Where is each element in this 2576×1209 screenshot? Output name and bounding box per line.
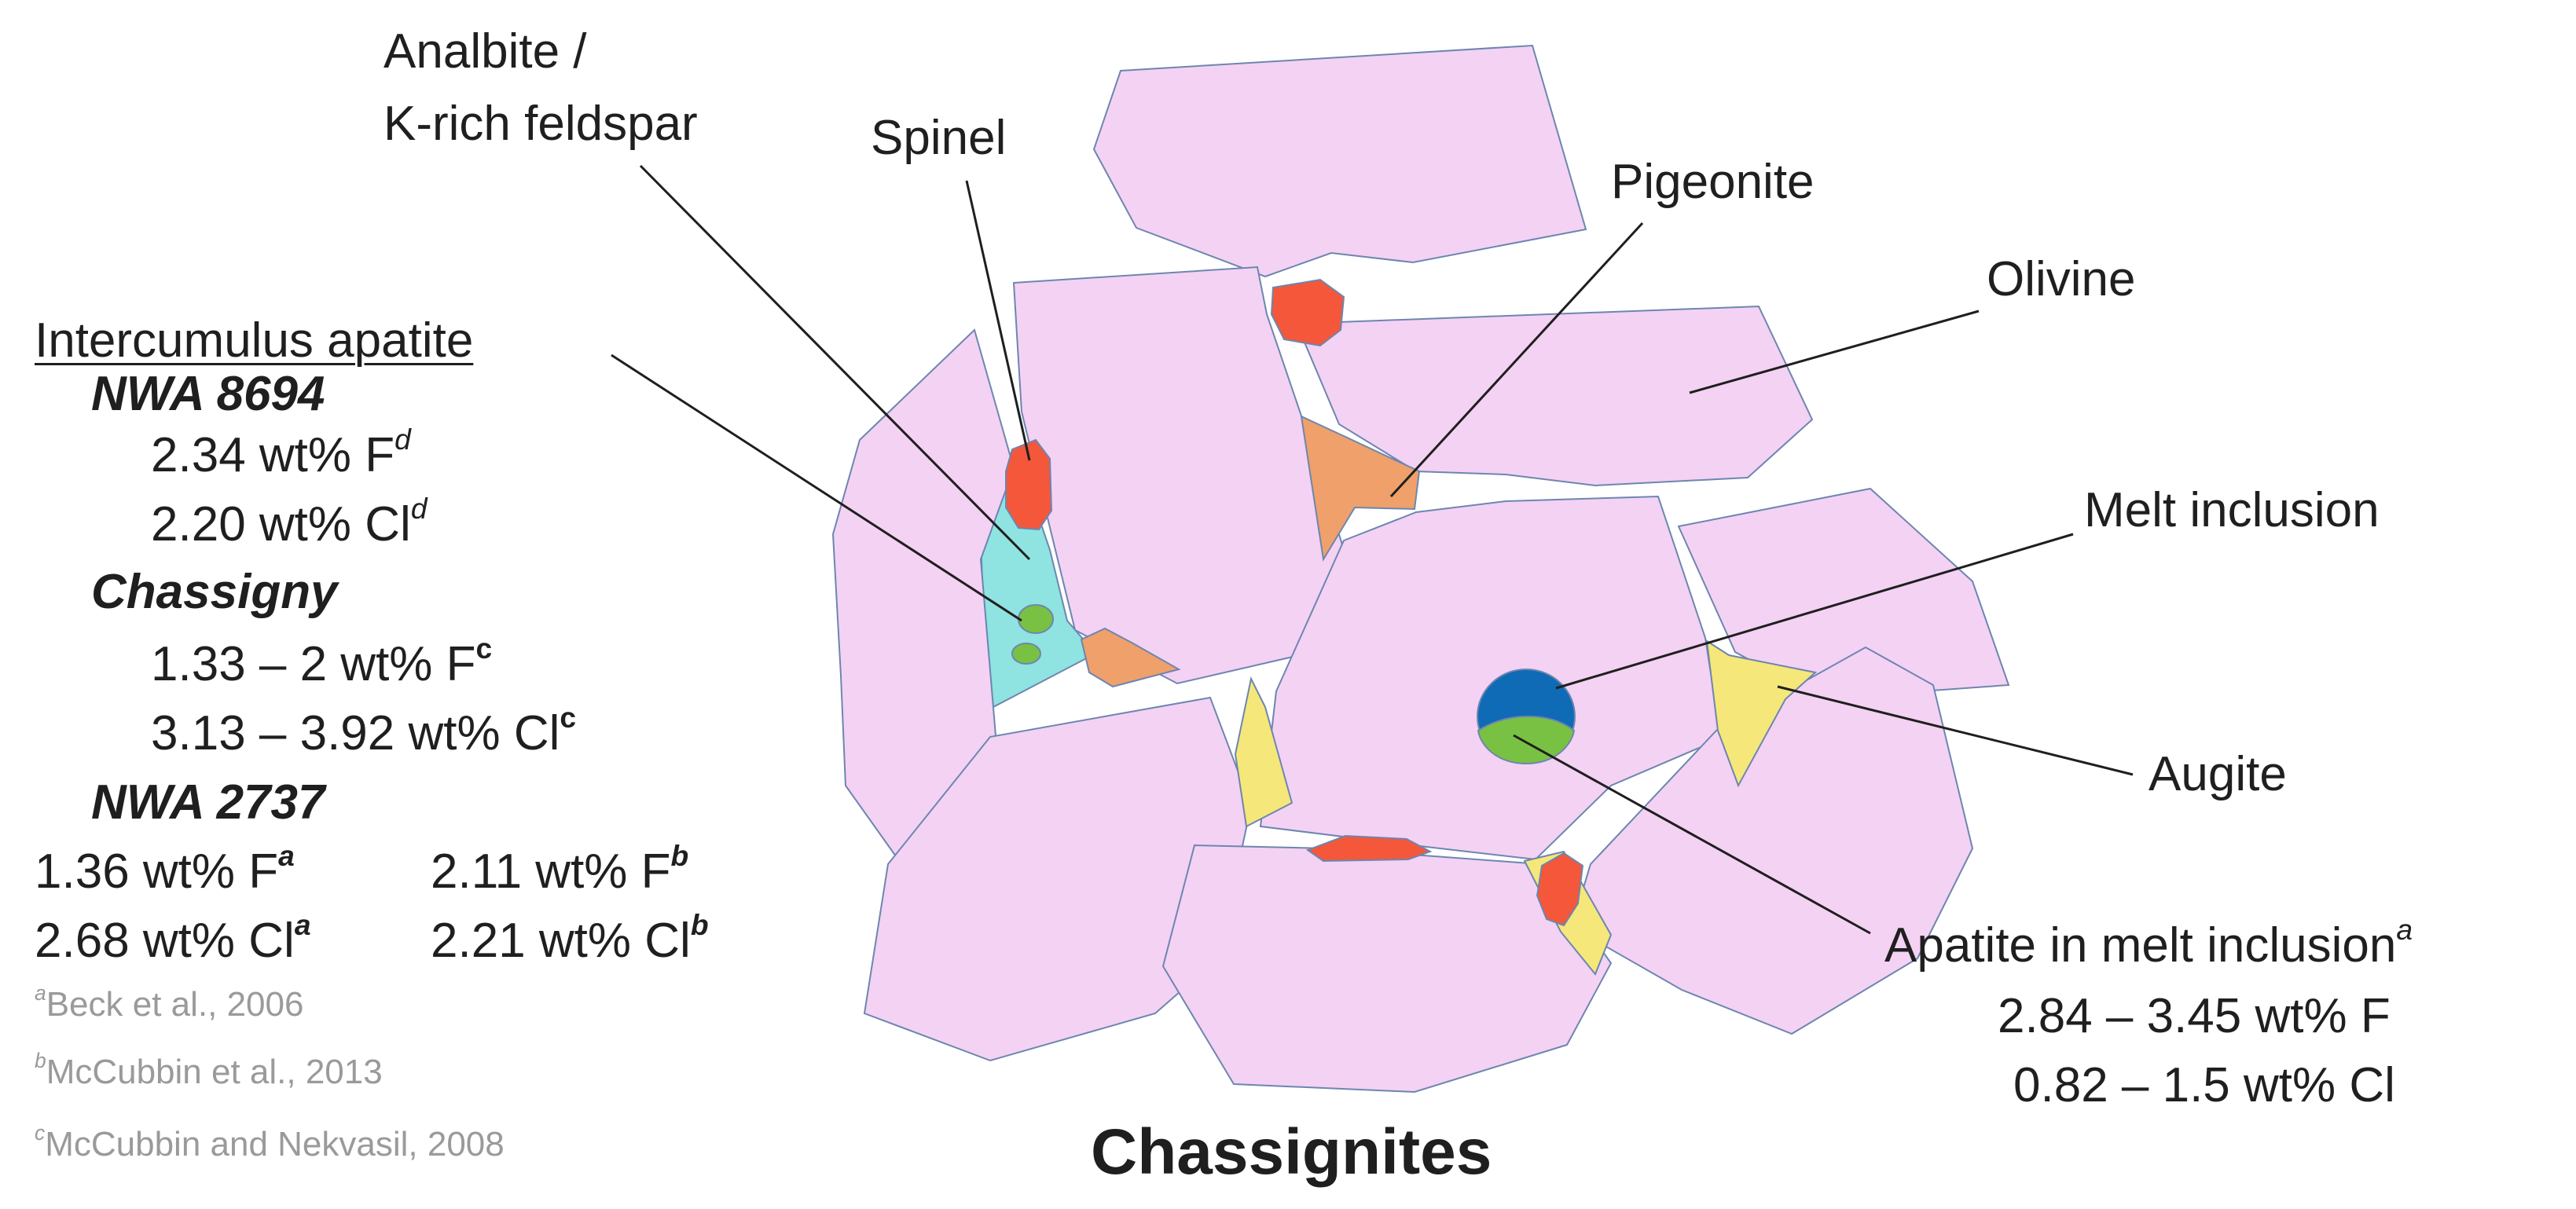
label-apatite-melt: Apatite in melt inclusiona [1884, 918, 2413, 973]
reference-a: aBeck et al., 2006 [35, 985, 303, 1024]
nwa2737-cl-b: 2.21 wt% Clb [431, 913, 709, 969]
chassigny-f: 1.33 – 2 wt% Fc [151, 636, 492, 692]
nwa2737-cl-a: 2.68 wt% Cla [35, 913, 311, 969]
olivine-grain [1094, 46, 1586, 277]
nwa8694-name: NWA 8694 [91, 366, 325, 422]
label-pigeonite: Pigeonite [1611, 154, 1815, 210]
apatite-melt-cl: 0.82 – 1.5 wt% Cl [2013, 1057, 2395, 1113]
label-spinel: Spinel [871, 110, 1006, 166]
nwa8694-f: 2.34 wt% Fd [151, 427, 411, 483]
reference-c: cMcCubbin and Nekvasil, 2008 [35, 1125, 505, 1164]
label-olivine: Olivine [1987, 251, 2136, 307]
label-melt-inclusion: Melt inclusion [2084, 482, 2380, 538]
apatite-grain [1012, 643, 1040, 664]
chassigny-cl: 3.13 – 3.92 wt% Clc [151, 705, 576, 761]
intercumulus-heading: Intercumulus apatite [35, 313, 473, 368]
nwa2737-f-b: 2.11 wt% Fb [431, 844, 688, 899]
nwa2737-f-a: 1.36 wt% Fa [35, 844, 295, 899]
spinel-grain [1271, 280, 1344, 346]
nwa2737-name: NWA 2737 [91, 775, 325, 830]
label-analbite-1: Analbite / [383, 24, 587, 79]
nwa8694-cl: 2.20 wt% Cld [151, 496, 427, 552]
apatite-grain [1018, 605, 1053, 633]
chassigny-name: Chassigny [91, 564, 338, 620]
reference-b: bMcCubbin et al., 2013 [35, 1053, 383, 1092]
label-analbite-2: K-rich feldspar [383, 96, 698, 152]
apatite-melt-f: 2.84 – 3.45 wt% F [1998, 988, 2391, 1044]
label-augite: Augite [2149, 746, 2287, 802]
diagram-title: Chassignites [1091, 1116, 1492, 1189]
